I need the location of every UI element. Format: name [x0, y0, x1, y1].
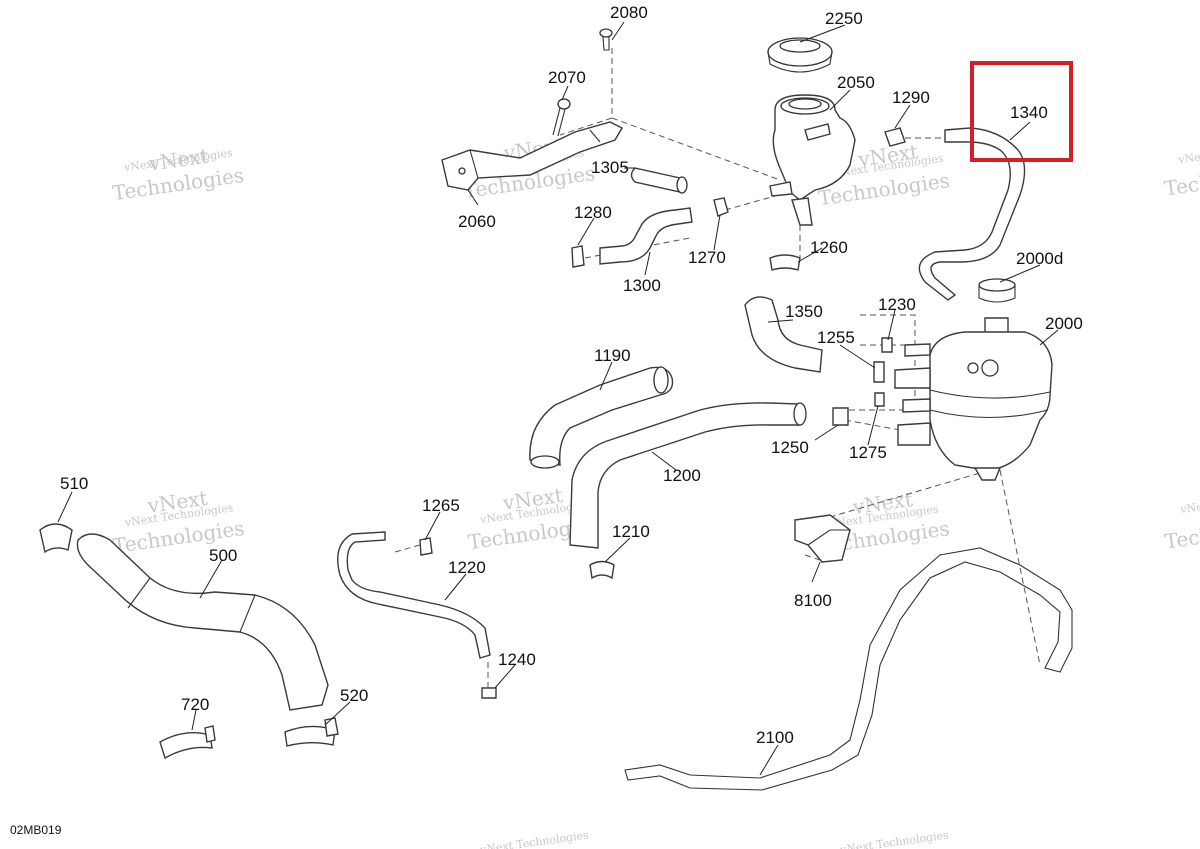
part-label-2250[interactable]: 2250: [825, 9, 863, 28]
part-label-1265[interactable]: 1265: [422, 496, 460, 515]
part-label-2000d[interactable]: 2000d: [1016, 249, 1063, 268]
part-1280-fitting: [571, 245, 585, 268]
part-2070-bolt: [552, 98, 571, 137]
watermark-small: vNext Technologies: [478, 828, 589, 849]
part-label-8100[interactable]: 8100: [794, 591, 832, 610]
part-label-1255[interactable]: 1255: [817, 328, 855, 347]
part-label-1275[interactable]: 1275: [849, 443, 887, 462]
part-label-1240[interactable]: 1240: [498, 650, 536, 669]
watermark-big: Technologies: [1163, 511, 1200, 553]
part-500-hose: [76, 533, 329, 711]
part-label-2070[interactable]: 2070: [548, 68, 586, 87]
part-label-2000[interactable]: 2000: [1045, 314, 1083, 333]
part-1270-clamp: [713, 197, 729, 217]
watermark-small: vNext Technologies: [838, 828, 949, 849]
part-1190-hose: [529, 366, 674, 469]
part-1290-clamp: [884, 127, 906, 147]
part-label-510[interactable]: 510: [60, 474, 88, 493]
part-2000-tank: [894, 317, 1053, 481]
part-label-2050[interactable]: 2050: [837, 73, 875, 92]
watermark-small: vNext Technologies: [1177, 138, 1200, 166]
part-label-1200[interactable]: 1200: [663, 466, 701, 485]
part-2100-hose: [624, 547, 1073, 791]
part-label-2060[interactable]: 2060: [458, 212, 496, 231]
part-1240-fitting: [481, 687, 497, 699]
part-label-1340[interactable]: 1340: [1010, 103, 1048, 122]
part-label-1190[interactable]: 1190: [594, 346, 631, 365]
small-fittings: [832, 337, 893, 426]
highlight-box-1340: [970, 61, 1073, 162]
part-1210-clamp: [589, 560, 615, 580]
part-720-clamp: [159, 725, 216, 760]
part-label-1230[interactable]: 1230: [878, 295, 916, 314]
part-label-2080[interactable]: 2080: [610, 3, 648, 22]
part-1305-connector: [630, 167, 688, 194]
part-label-1290[interactable]: 1290: [892, 88, 930, 107]
part-2000d-cap: [978, 278, 1016, 303]
part-1200-hose: [569, 402, 807, 549]
diagram-code: 02MB019: [10, 823, 62, 837]
part-8100-bracket: [794, 514, 851, 563]
part-label-2100[interactable]: 2100: [756, 728, 794, 747]
part-label-500[interactable]: 500: [209, 546, 237, 565]
part-label-1280[interactable]: 1280: [574, 203, 612, 222]
part-1260-clamp: [769, 254, 801, 271]
part-2250-cap: [767, 37, 833, 73]
watermark-small: vNext Technologies: [1179, 488, 1200, 516]
part-label-1300[interactable]: 1300: [623, 276, 661, 295]
part-label-1350[interactable]: 1350: [785, 302, 823, 321]
part-1220-hose: [337, 531, 491, 659]
part-1340-hose: [918, 127, 1026, 301]
part-label-720[interactable]: 720: [181, 695, 209, 714]
part-label-1305[interactable]: 1305: [591, 158, 629, 177]
part-510-clamp: [39, 523, 73, 554]
part-label-1270[interactable]: 1270: [688, 248, 726, 267]
leader-lines: [57, 21, 1059, 776]
part-label-520[interactable]: 520: [340, 686, 368, 705]
part-label-1210[interactable]: 1210: [612, 522, 650, 541]
part-labels: 2080 2250 2070 2050 1290 1340 1305 2060 …: [60, 3, 1083, 747]
part-1350-hose: [744, 296, 823, 373]
part-2050-reservoir: [769, 94, 856, 226]
part-520-clamp: [284, 717, 339, 747]
part-1265-clamp: [419, 537, 433, 556]
part-label-1250[interactable]: 1250: [771, 438, 809, 457]
part-1300-hose: [599, 207, 693, 265]
part-label-1260[interactable]: 1260: [810, 238, 848, 257]
part-label-1220[interactable]: 1220: [448, 558, 486, 577]
part-2080-screw: [599, 28, 613, 51]
